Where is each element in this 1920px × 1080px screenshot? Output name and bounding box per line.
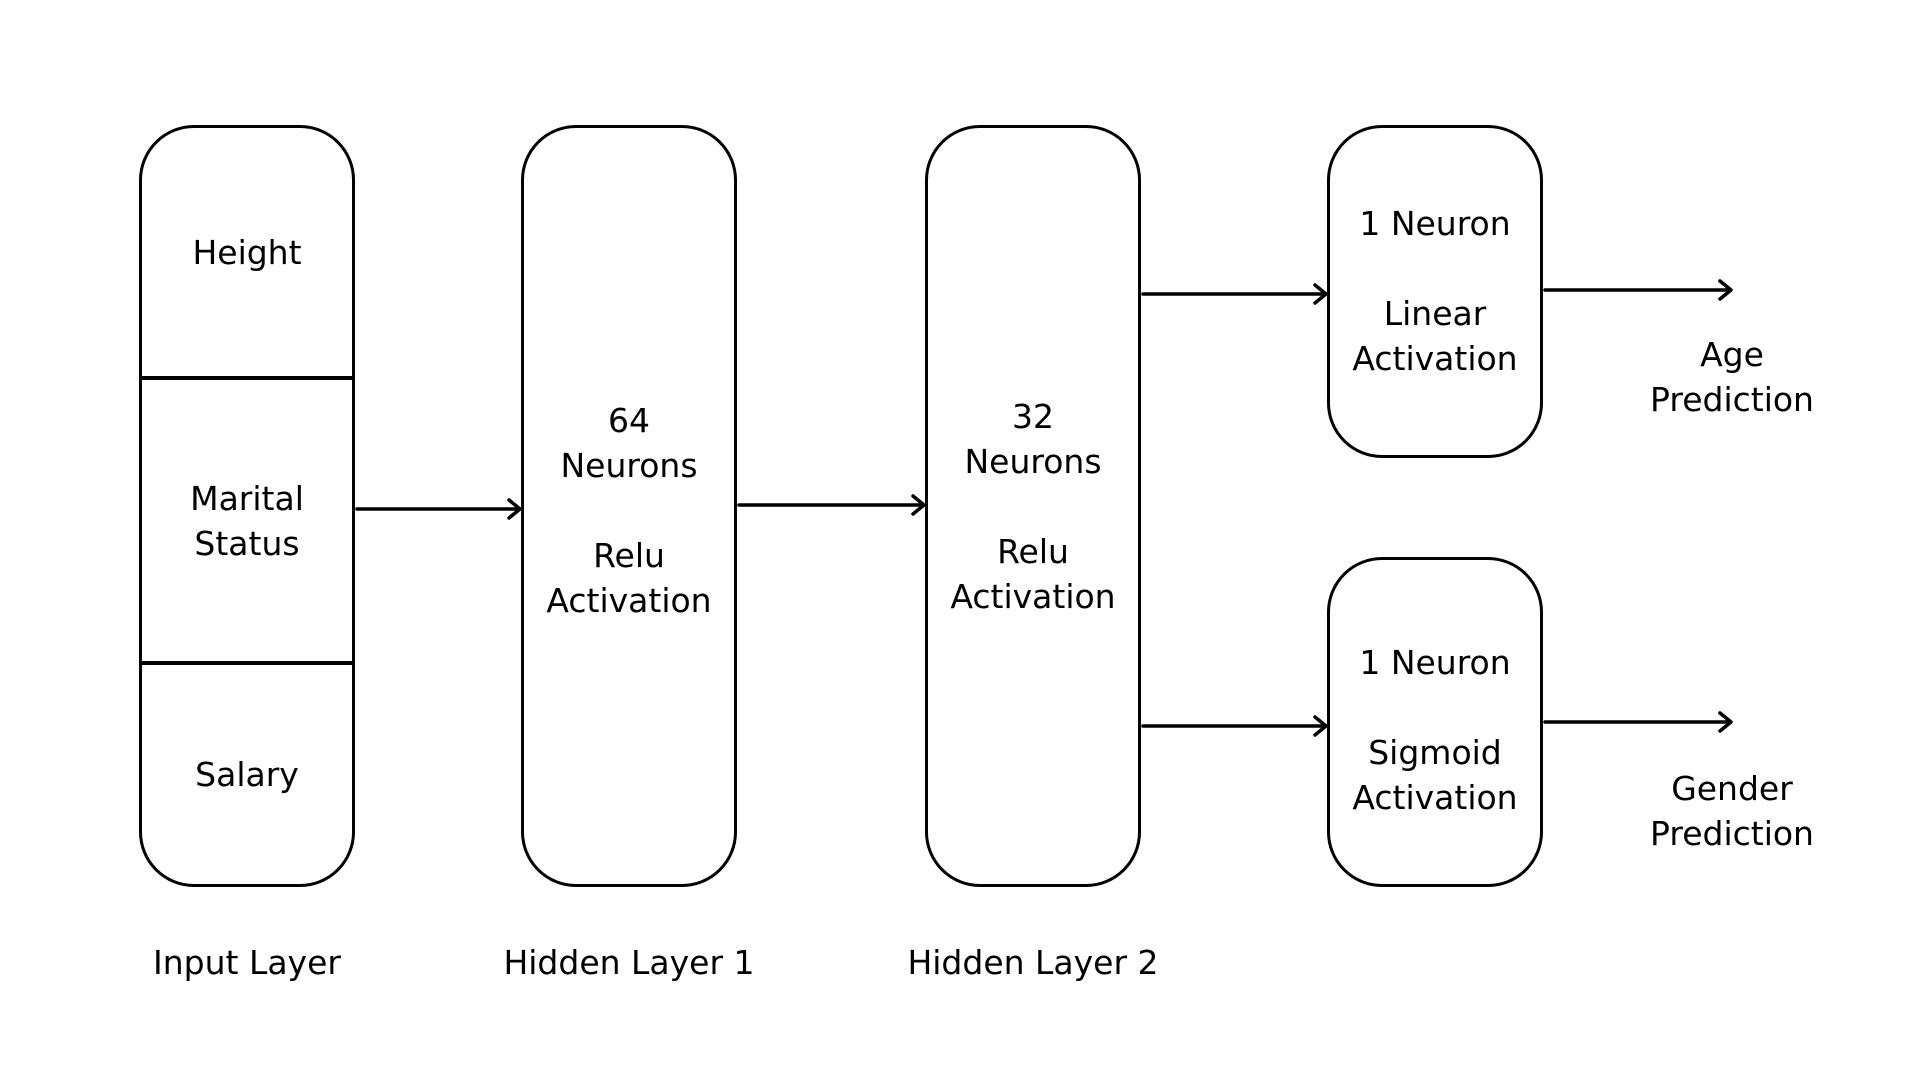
hidden-layer-2-label: Hidden Layer 2 bbox=[907, 943, 1159, 982]
output-gender-text: 1 Neuron Sigmoid Activation bbox=[1352, 643, 1518, 817]
input-divider bbox=[142, 376, 352, 380]
arrow-age-output-to-prediction bbox=[1543, 279, 1733, 301]
hidden-layer-2-box: 32 Neurons Relu Activation bbox=[925, 125, 1141, 887]
arrow-hidden2-to-gender-output bbox=[1141, 715, 1328, 737]
input-divider bbox=[142, 661, 352, 665]
hidden-layer-2-text: 32 Neurons Relu Activation bbox=[950, 397, 1116, 616]
input-feature-label: Marital Status bbox=[190, 479, 304, 563]
arrow-hidden2-to-age-output bbox=[1141, 283, 1328, 305]
arrow-gender-output-to-prediction bbox=[1543, 711, 1733, 733]
age-prediction-label: Age Prediction bbox=[1650, 335, 1814, 419]
output-gender-box: 1 Neuron Sigmoid Activation bbox=[1327, 557, 1543, 887]
input-feature-height: Height bbox=[142, 128, 352, 377]
output-age-text: 1 Neuron Linear Activation bbox=[1352, 204, 1518, 378]
hidden-layer-1-label: Hidden Layer 1 bbox=[503, 943, 755, 982]
arrow-hidden1-to-hidden2 bbox=[737, 494, 926, 516]
gender-prediction-label: Gender Prediction bbox=[1650, 769, 1814, 853]
input-feature-label: Salary bbox=[195, 754, 299, 794]
input-feature-marital-status: Marital Status bbox=[142, 380, 352, 662]
input-layer-label: Input Layer bbox=[153, 943, 341, 982]
hidden-layer-1-text: 64 Neurons Relu Activation bbox=[546, 401, 712, 620]
hidden-layer-1-box: 64 Neurons Relu Activation bbox=[521, 125, 737, 887]
input-feature-salary: Salary bbox=[142, 665, 352, 883]
output-age-box: 1 Neuron Linear Activation bbox=[1327, 125, 1543, 458]
input-layer-box: Height Marital Status Salary bbox=[139, 125, 355, 887]
input-feature-label: Height bbox=[192, 233, 302, 272]
arrow-input-to-hidden1 bbox=[355, 498, 522, 520]
